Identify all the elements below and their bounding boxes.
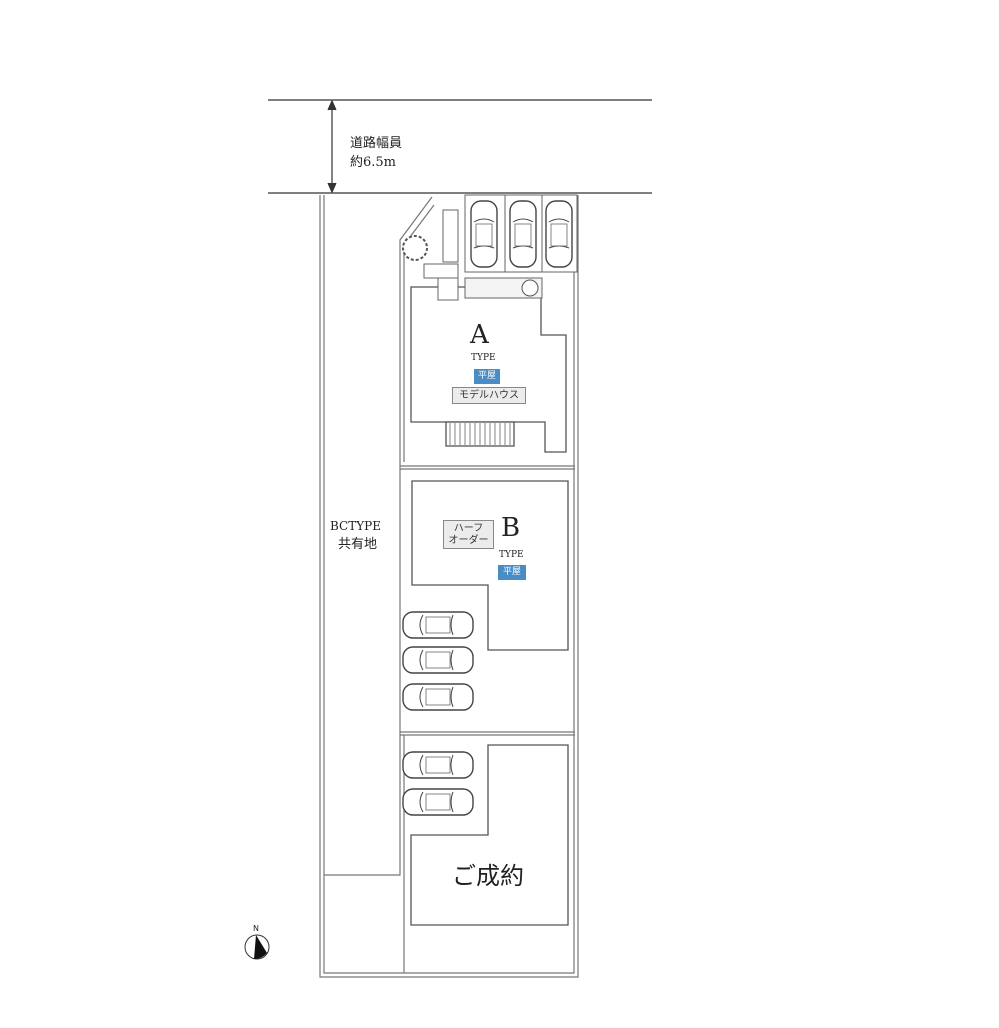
car-icon [402, 751, 474, 779]
lot-boundary [319, 195, 579, 978]
common-area-label: BCTYPE [330, 519, 381, 533]
lot-a-single-story-badge: 平屋 [474, 369, 500, 384]
lot-b-letter: B [501, 513, 521, 543]
tag-line: ハーフ [453, 523, 484, 534]
compass-north-label: N [253, 924, 259, 933]
common-area-boundary [324, 196, 433, 876]
lot-b-single-story-badge: 平屋 [498, 565, 526, 580]
car-icon [402, 788, 474, 816]
tree-icon [521, 279, 539, 297]
lot-a-model-house-tag: モデルハウス [452, 387, 526, 404]
north-compass-icon [244, 934, 270, 960]
road-width-value: 約6.5m [350, 155, 397, 170]
lot-a-type: TYPE [471, 353, 496, 363]
car-icon [509, 200, 537, 268]
planting-bed [464, 277, 543, 299]
road-width-label: 道路幅員 [350, 136, 403, 151]
car-icon [402, 646, 474, 674]
car-icon [470, 200, 498, 268]
house-c [410, 744, 569, 926]
common-area-sublabel: 共有地 [338, 537, 378, 552]
lot-b-half-order-tag: ハーフ オーダー [443, 520, 494, 549]
car-icon [545, 200, 573, 268]
lot-c-sold-label: ご成約 [452, 862, 524, 890]
lot-a-letter: A [470, 320, 489, 350]
car-icon [402, 683, 474, 711]
tag-line: オーダー [448, 534, 489, 546]
tree-icon [402, 235, 428, 261]
car-icon [402, 611, 474, 639]
lot-b-type: TYPE [499, 550, 524, 560]
